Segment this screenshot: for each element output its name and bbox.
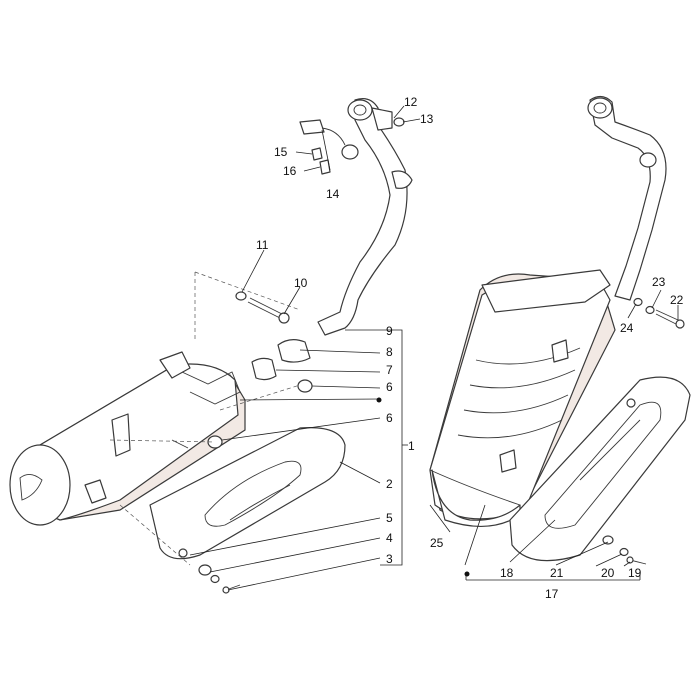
lambda-sensor [299, 117, 405, 175]
marker-dot-right [464, 571, 470, 577]
callout-11: 11 [256, 238, 269, 252]
bolt-and-washer-left [235, 291, 290, 324]
callout-6-upper: 6 [386, 380, 393, 394]
bolt-and-washer-right [602, 297, 685, 565]
callout-14: 14 [326, 187, 340, 201]
left-exhaust-assembly [9, 98, 413, 594]
callout-13: 13 [420, 112, 434, 126]
callout-21: 21 [550, 566, 564, 580]
callout-8: 8 [386, 345, 393, 359]
callout-6-lower: 6 [386, 411, 393, 425]
callout-2: 2 [386, 477, 393, 491]
callout-20: 20 [601, 566, 615, 580]
callout-4: 4 [386, 531, 393, 545]
clamp-and-gasket [198, 339, 313, 594]
callout-5: 5 [386, 511, 393, 525]
muffler-body-right [429, 269, 616, 528]
callout-1: 1 [408, 439, 415, 453]
callout-10: 10 [294, 276, 308, 290]
exhaust-pipe-right [587, 95, 667, 301]
right-exhaust-assembly [429, 95, 691, 565]
callout-3: 3 [386, 552, 393, 566]
callout-labels: 1 2 3 4 5 6 6 7 8 9 10 11 12 13 14 15 16… [256, 95, 684, 601]
callout-17: 17 [545, 587, 559, 601]
callout-7: 7 [386, 363, 393, 377]
callout-22: 22 [670, 293, 684, 307]
muffler-body-left [9, 351, 246, 526]
leader-lines [189, 105, 679, 591]
callout-18: 18 [500, 566, 514, 580]
callout-15: 15 [274, 145, 288, 159]
exhaust-pipe-left [317, 98, 413, 336]
marker-dot-left [376, 397, 382, 403]
callout-24: 24 [620, 321, 634, 335]
callout-12: 12 [404, 95, 418, 109]
callout-16: 16 [283, 164, 297, 178]
callout-9: 9 [386, 324, 393, 338]
callout-19: 19 [628, 566, 642, 580]
callout-23: 23 [652, 275, 666, 289]
heat-shield-right [509, 376, 691, 562]
callout-25: 25 [430, 536, 444, 550]
heat-shield-left [149, 427, 346, 560]
